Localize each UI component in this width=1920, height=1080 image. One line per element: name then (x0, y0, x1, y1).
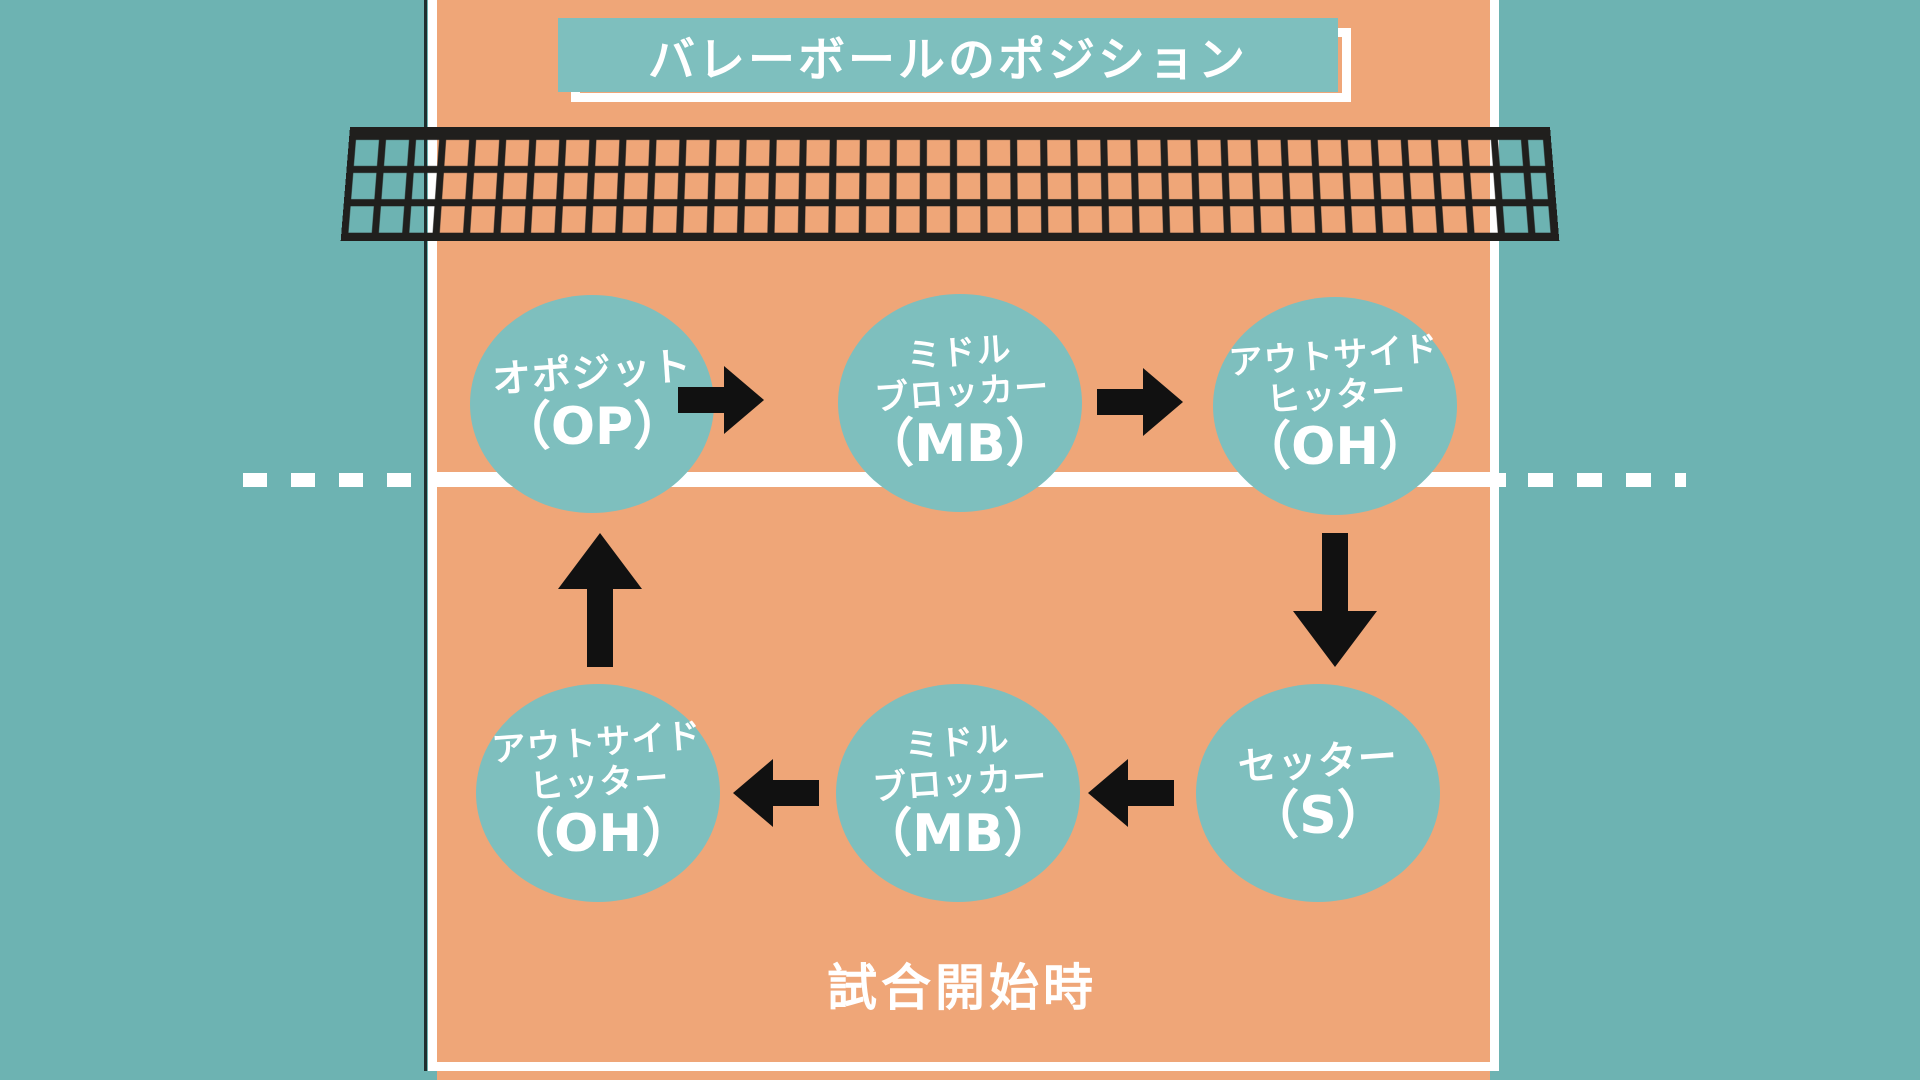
volleyball-net (340, 127, 1560, 241)
rotation-arrow-right-icon (1097, 368, 1183, 436)
position-circle-setter-back: セッター （S） (1196, 684, 1440, 902)
position-label: アウトサイド ヒッター (490, 716, 703, 809)
position-abbr: （S） (1247, 786, 1389, 847)
attack-line-dashed-extension-right (1528, 473, 1686, 487)
position-circle-opposite-front: オポジット （OP） (470, 295, 714, 513)
attack-line-stub-right (1499, 473, 1506, 487)
attack-line-dashed-extension-left (243, 473, 425, 487)
position-circle-outside-hitter-back: アウトサイド ヒッター （OH） (476, 684, 720, 902)
court-endline (428, 1062, 1499, 1071)
rotation-arrow-right-icon (678, 366, 764, 434)
position-abbr: （OH） (1239, 416, 1431, 477)
rotation-arrow-up-icon (558, 533, 642, 667)
position-label: ミドル ブロッカー (870, 719, 1049, 810)
position-circle-middle-blocker-front: ミドル ブロッカー （MB） (838, 294, 1082, 512)
position-abbr: （OH） (502, 803, 694, 864)
court-sideline-right (1490, 0, 1499, 1071)
position-abbr: （MB） (860, 803, 1056, 864)
position-label: セッター (1236, 734, 1400, 791)
position-circle-outside-hitter-front: アウトサイド ヒッター （OH） (1213, 297, 1457, 515)
rotation-arrow-left-icon (733, 759, 819, 827)
rotation-arrow-down-icon (1293, 533, 1377, 667)
court-sideline-left (428, 0, 437, 1071)
caption-game-start: 試合開始時 (827, 959, 1097, 1017)
position-label: アウトサイド ヒッター (1227, 329, 1440, 422)
position-abbr: （MB） (862, 413, 1058, 474)
position-label: ミドル ブロッカー (872, 329, 1051, 420)
position-circle-middle-blocker-back: ミドル ブロッカー （MB） (836, 684, 1080, 902)
position-label: オポジット (490, 344, 694, 404)
court-left-edge-shadow (424, 0, 427, 1071)
title-banner: バレーボールのポジション (558, 18, 1338, 92)
page-title: バレーボールのポジション (648, 32, 1248, 88)
position-abbr: （OP） (498, 397, 686, 458)
rotation-arrow-left-icon (1088, 759, 1174, 827)
